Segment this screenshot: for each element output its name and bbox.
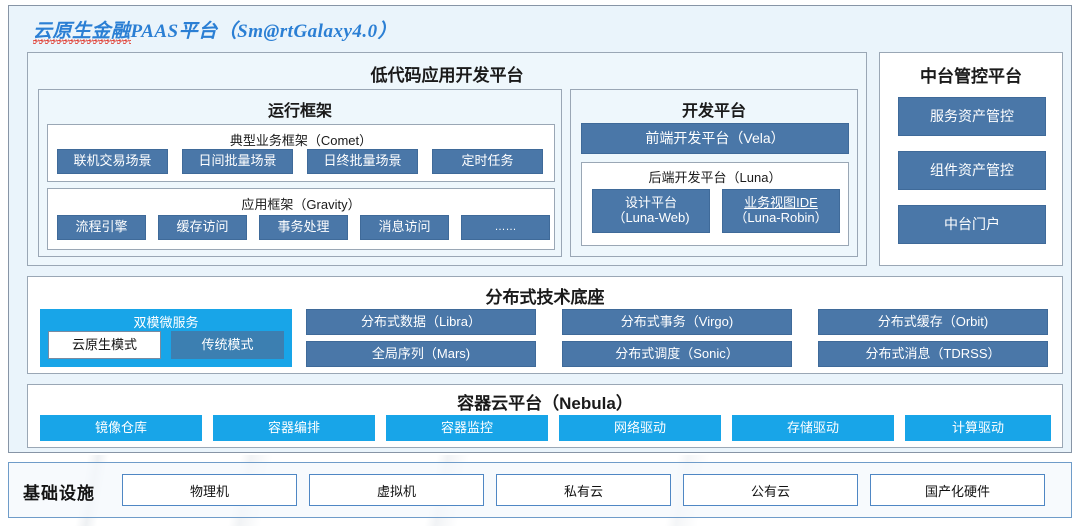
comet-item-4-label: 定时任务	[461, 153, 514, 169]
comet-item-4[interactable]: 定时任务	[432, 149, 543, 174]
luna-panel-title: 后端开发平台（Luna）	[648, 170, 782, 185]
infrastructure-label: 基础设施	[23, 484, 95, 503]
midplatform-item-1[interactable]: 服务资产管控	[898, 97, 1046, 136]
comet-item-2[interactable]: 日间批量场景	[182, 149, 293, 174]
architecture-main-panel: 云原生金融PAAS平台（Sm@rtGalaxy4.0） 低代码应用开发平台 运行…	[8, 5, 1072, 453]
container-cloud-item-2[interactable]: 容器编排	[213, 415, 375, 441]
comet-panel-title: 典型业务框架（Comet）	[229, 133, 373, 148]
container-cloud-item-3-label: 容器监控	[440, 419, 493, 435]
infrastructure-item-5[interactable]: 国产化硬件	[870, 474, 1045, 506]
techbase-item-sonic[interactable]: 分布式调度（Sonic）	[562, 341, 792, 367]
midplatform-title: 中台管控平台	[920, 67, 1022, 86]
comet-business-framework-panel: 典型业务框架（Comet） 联机交易场景 日间批量场景 日终批量场景 定时任务	[47, 124, 555, 182]
container-cloud-item-1[interactable]: 镜像仓库	[40, 415, 202, 441]
luna-robin-line1: 业务视图IDE	[744, 195, 818, 211]
lowcode-platform-title: 低代码应用开发平台	[370, 66, 524, 85]
dualmode-cloudnative-chip[interactable]: 云原生模式	[48, 331, 161, 359]
infrastructure-item-1-label: 物理机	[189, 483, 229, 499]
runtime-framework-section: 运行框架 典型业务框架（Comet） 联机交易场景 日间批量场景 日终批量场景 …	[38, 89, 562, 257]
page-title: 云原生金融PAAS平台（Sm@rtGalaxy4.0）	[33, 16, 397, 43]
infrastructure-item-1[interactable]: 物理机	[122, 474, 297, 506]
dualmode-traditional-label: 传统模式	[201, 336, 254, 352]
midplatform-item-3[interactable]: 中台门户	[898, 205, 1046, 244]
techbase-item-orbit[interactable]: 分布式缓存（Orbit)	[818, 309, 1048, 335]
midplatform-item-3-label: 中台门户	[944, 215, 1000, 232]
midplatform-section: 中台管控平台 服务资产管控 组件资产管控 中台门户	[879, 52, 1063, 266]
midplatform-item-2[interactable]: 组件资产管控	[898, 151, 1046, 190]
container-cloud-item-6[interactable]: 计算驱动	[905, 415, 1051, 441]
gravity-application-framework-panel: 应用框架（Gravity） 流程引擎 缓存访问 事务处理 消息访问 ……	[47, 188, 555, 250]
container-cloud-item-6-label: 计算驱动	[951, 419, 1004, 435]
page-title-misspelled-part: 云原生金融	[33, 21, 131, 42]
dualmode-title: 双模微服务	[133, 315, 199, 330]
development-platform-section: 开发平台 前端开发平台（Vela） 后端开发平台（Luna） 设计平台 （Lun…	[570, 89, 858, 257]
luna-robin-chip[interactable]: 业务视图IDE （Luna-Robin）	[722, 189, 840, 233]
techbase-item-sonic-label: 分布式调度（Sonic）	[615, 345, 739, 361]
container-cloud-item-4-label: 网络驱动	[613, 419, 666, 435]
development-platform-title: 开发平台	[681, 103, 746, 120]
comet-item-3[interactable]: 日终批量场景	[307, 149, 418, 174]
infrastructure-item-3-label: 私有云	[563, 483, 603, 499]
techbase-item-libra-label: 分布式数据（Libra）	[361, 313, 481, 329]
container-cloud-item-5-label: 存储驱动	[786, 419, 839, 435]
luna-robin-line2: （Luna-Robin）	[734, 210, 828, 225]
infrastructure-item-4[interactable]: 公有云	[683, 474, 858, 506]
midplatform-item-2-label: 组件资产管控	[930, 161, 1014, 178]
container-cloud-item-1-label: 镜像仓库	[94, 419, 147, 435]
frontend-dev-platform-chip[interactable]: 前端开发平台（Vela）	[581, 123, 849, 154]
infrastructure-item-2-label: 虚拟机	[376, 483, 416, 499]
comet-item-1-label: 联机交易场景	[73, 153, 152, 169]
techbase-item-mars-label: 全局序列（Mars)	[371, 345, 471, 361]
comet-item-1[interactable]: 联机交易场景	[57, 149, 168, 174]
techbase-item-tdrss-label: 分布式消息（TDRSS）	[865, 345, 1001, 361]
techbase-item-tdrss[interactable]: 分布式消息（TDRSS）	[818, 341, 1048, 367]
gravity-item-3[interactable]: 事务处理	[259, 215, 348, 240]
gravity-panel-title: 应用框架（Gravity）	[241, 197, 361, 212]
gravity-item-2[interactable]: 缓存访问	[158, 215, 247, 240]
gravity-item-2-label: 缓存访问	[176, 219, 229, 235]
dualmode-traditional-chip[interactable]: 传统模式	[171, 331, 284, 359]
techbase-item-virgo[interactable]: 分布式事务（Virgo)	[562, 309, 792, 335]
page-title-rest: PAAS平台（Sm@rtGalaxy4.0）	[130, 21, 398, 42]
techbase-item-mars[interactable]: 全局序列（Mars)	[306, 341, 536, 367]
dualmode-microservice-block: 双模微服务 云原生模式 传统模式	[40, 309, 292, 367]
gravity-item-4[interactable]: 消息访问	[360, 215, 449, 240]
techbase-item-virgo-label: 分布式事务（Virgo)	[620, 313, 734, 329]
runtime-framework-title: 运行框架	[267, 103, 332, 120]
infrastructure-item-2[interactable]: 虚拟机	[309, 474, 484, 506]
luna-web-chip[interactable]: 设计平台 （Luna-Web)	[592, 189, 710, 233]
luna-backend-platform-panel: 后端开发平台（Luna） 设计平台 （Luna-Web) 业务视图IDE （Lu…	[581, 162, 849, 246]
gravity-item-more[interactable]: ……	[461, 215, 550, 240]
gravity-item-4-label: 消息访问	[378, 219, 431, 235]
container-cloud-item-2-label: 容器编排	[267, 419, 320, 435]
lowcode-platform-section: 低代码应用开发平台 运行框架 典型业务框架（Comet） 联机交易场景 日间批量…	[27, 52, 867, 266]
gravity-item-1-label: 流程引擎	[75, 219, 128, 235]
comet-item-3-label: 日终批量场景	[323, 153, 402, 169]
distributed-techbase-title: 分布式技术底座	[485, 288, 605, 307]
luna-web-line1: 设计平台	[624, 195, 677, 211]
techbase-item-libra[interactable]: 分布式数据（Libra）	[306, 309, 536, 335]
distributed-techbase-section: 分布式技术底座 双模微服务 云原生模式 传统模式 分布式数据（Libra） 分布…	[27, 276, 1063, 374]
gravity-item-1[interactable]: 流程引擎	[57, 215, 146, 240]
comet-item-2-label: 日间批量场景	[198, 153, 277, 169]
gravity-item-3-label: 事务处理	[277, 219, 330, 235]
techbase-item-orbit-label: 分布式缓存（Orbit)	[877, 313, 989, 329]
infrastructure-item-3[interactable]: 私有云	[496, 474, 671, 506]
infrastructure-item-4-label: 公有云	[750, 483, 790, 499]
midplatform-item-1-label: 服务资产管控	[930, 107, 1014, 124]
infrastructure-bar: 基础设施 物理机 虚拟机 私有云 公有云 国产化硬件	[8, 462, 1072, 518]
container-cloud-item-3[interactable]: 容器监控	[386, 415, 548, 441]
frontend-dev-platform-label: 前端开发平台（Vela）	[645, 129, 785, 146]
infrastructure-item-5-label: 国产化硬件	[924, 483, 990, 499]
gravity-item-more-label: ……	[494, 221, 517, 234]
dualmode-cloudnative-label: 云原生模式	[71, 336, 137, 352]
container-cloud-title: 容器云平台（Nebula）	[457, 394, 633, 413]
container-cloud-section: 容器云平台（Nebula） 镜像仓库 容器编排 容器监控 网络驱动 存储驱动 计…	[27, 384, 1063, 448]
container-cloud-item-4[interactable]: 网络驱动	[559, 415, 721, 441]
container-cloud-item-5[interactable]: 存储驱动	[732, 415, 894, 441]
luna-web-line2: （Luna-Web)	[612, 210, 690, 225]
